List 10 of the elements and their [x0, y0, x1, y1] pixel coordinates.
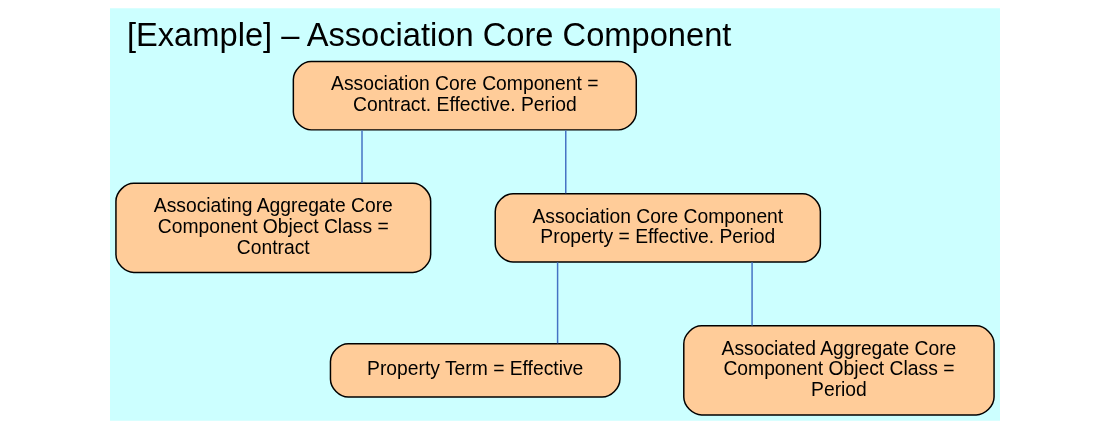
node-box: Associating Aggregate Core Component Object Class = Contract — [114, 182, 431, 274]
diagram-title: [Example] – Association Core Component — [126, 16, 731, 54]
connector — [564, 129, 566, 195]
connector — [360, 129, 363, 184]
node-box: Association Core Component Property = Effective. Period — [494, 193, 821, 263]
connector — [750, 261, 753, 327]
node-box: Association Core Component = Contract. Effective. Period — [292, 60, 637, 131]
connector — [556, 261, 558, 345]
node-box: Property Term = Effective — [329, 342, 621, 398]
node-box: Associated Aggregate Core Component Object Class = Period — [682, 325, 995, 416]
